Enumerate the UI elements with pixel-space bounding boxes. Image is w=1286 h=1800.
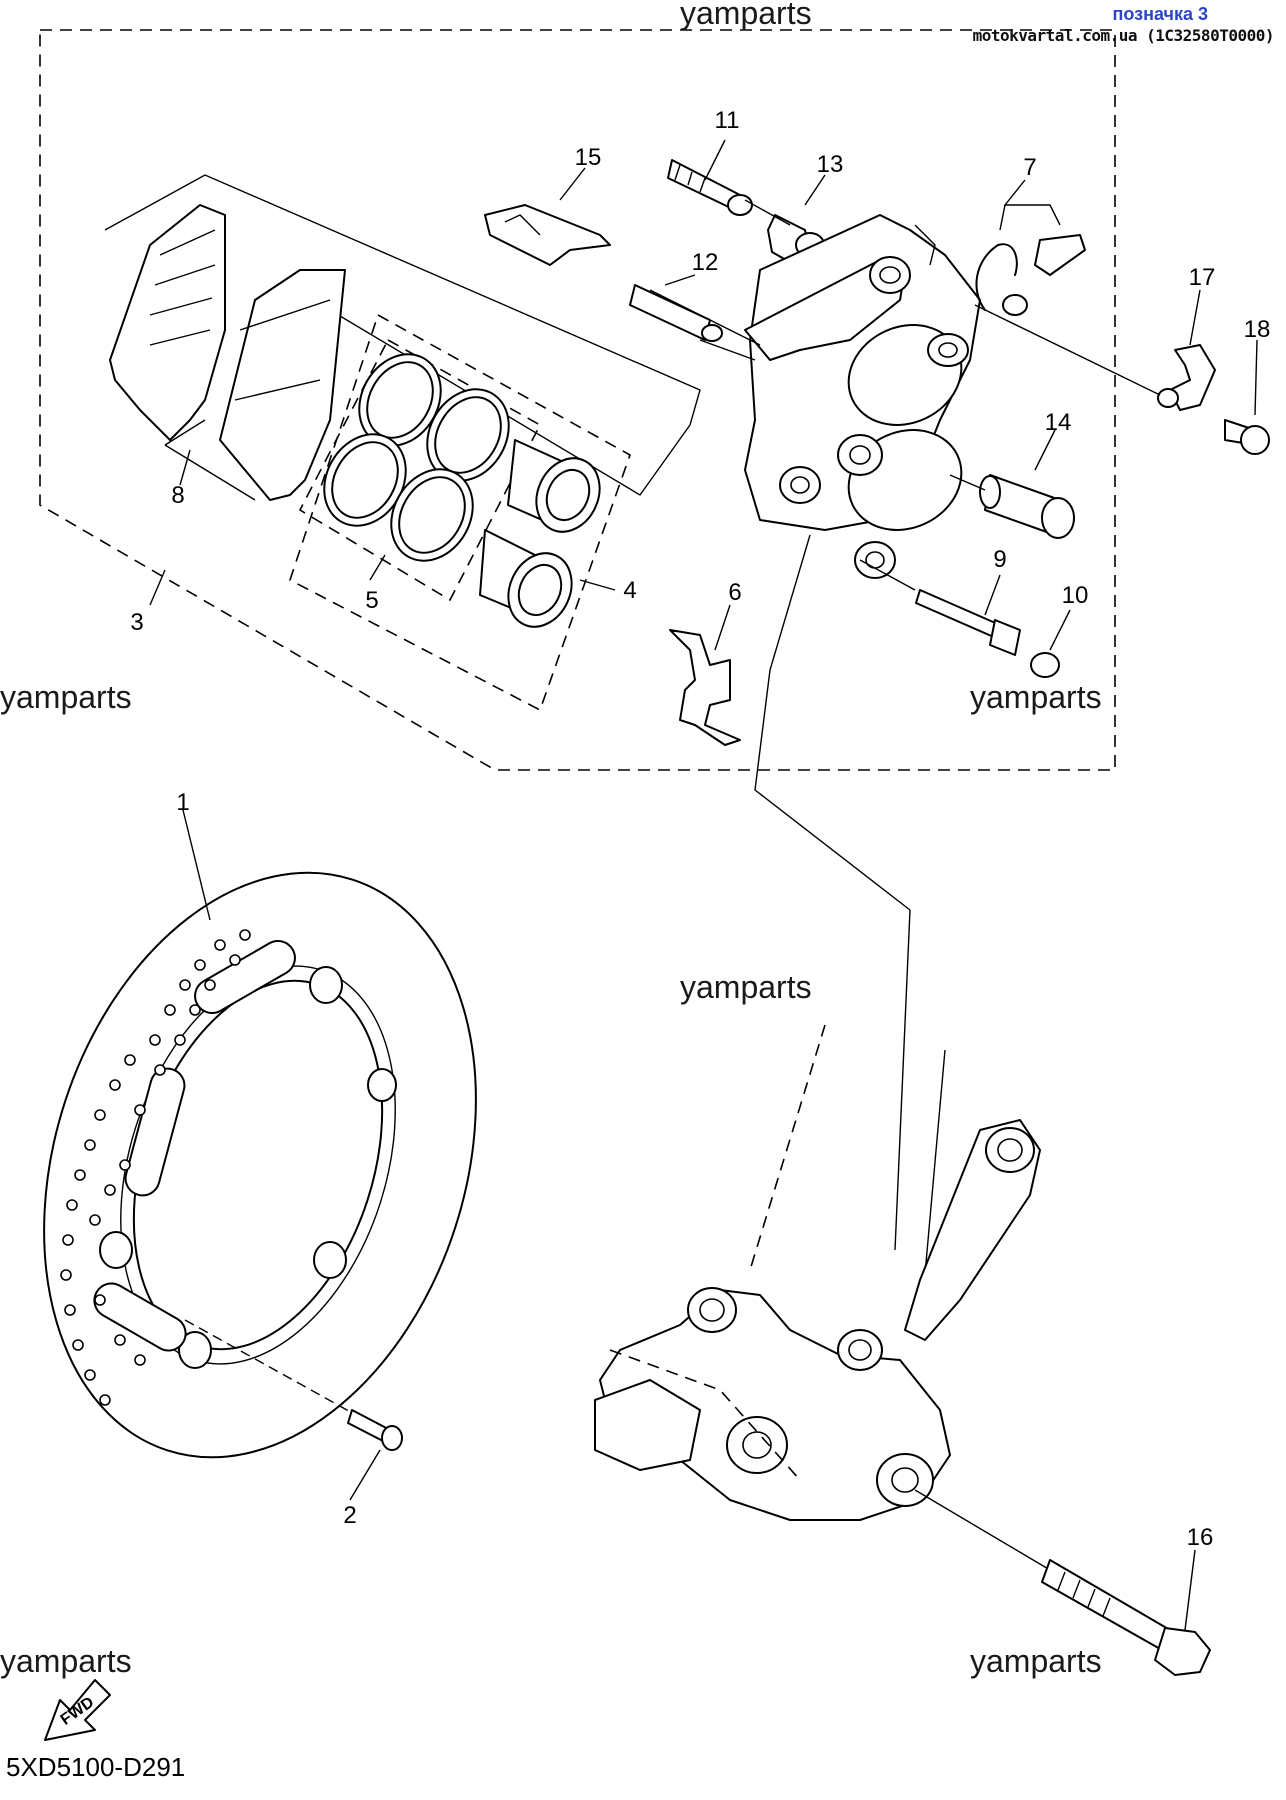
callout-6: 6 [728, 579, 741, 606]
fork-leg [594, 1024, 1041, 1521]
piston-seals [323, 353, 510, 562]
pad-spring-plate [484, 204, 611, 266]
pad-pin-lower [629, 284, 723, 342]
brake-pad-inner [219, 269, 346, 501]
callout-4: 4 [623, 577, 636, 604]
caliper-bracket-clip [669, 629, 741, 746]
clamp-bolt [1224, 419, 1270, 455]
watermark: yamparts [970, 679, 1102, 715]
watermark: yamparts [970, 1643, 1102, 1679]
callout-14: 14 [1045, 409, 1072, 436]
disc-screw [184, 1319, 403, 1451]
fwd-arrow-icon: FWD [44, 1679, 111, 1741]
label-note: позначка 3 [1112, 4, 1209, 24]
callout-5: 5 [365, 587, 378, 614]
callout-3: 3 [130, 609, 143, 636]
callout-10: 10 [1062, 582, 1089, 609]
caliper-bolt [915, 589, 1021, 656]
callout-2: 2 [343, 1502, 356, 1529]
caliper-assembly-boundary [39, 29, 1116, 771]
callout-7: 7 [1023, 154, 1036, 181]
brake-disc [43, 871, 477, 1459]
diagram-code: 5XD5100-D291 [6, 1752, 186, 1782]
assembly-leaders [649, 199, 1161, 1251]
caliper-nut [1030, 652, 1060, 678]
hose-clamp [1157, 344, 1216, 411]
callout-1: 1 [176, 789, 189, 816]
caliper-mount-bolt [914, 1489, 1211, 1676]
callout-18: 18 [1244, 316, 1271, 343]
callout-9: 9 [993, 546, 1006, 573]
pad-pin-upper [667, 159, 753, 216]
pistons [479, 439, 601, 628]
watermark: yamparts [0, 679, 132, 715]
callout-11: 11 [715, 107, 740, 134]
callout-leaders [149, 139, 1258, 1631]
callout-15: 15 [575, 144, 602, 171]
slide-pin [979, 474, 1075, 539]
callout-17: 17 [1189, 264, 1216, 291]
brake-pad-outer [109, 204, 226, 441]
callout-8: 8 [171, 482, 184, 509]
watermark: yamparts [680, 969, 812, 1005]
callout-13: 13 [817, 151, 844, 178]
watermark: yamparts [0, 1643, 132, 1679]
watermark: yamparts [680, 0, 812, 31]
callout-numbers: 1 2 3 4 5 6 7 8 9 10 11 12 13 14 15 16 1… [130, 107, 1270, 1551]
watermarks: yamparts yamparts yamparts yamparts yamp… [0, 0, 1102, 1679]
callout-12: 12 [692, 249, 719, 276]
callout-16: 16 [1187, 1524, 1214, 1551]
piston-kit-boundary [289, 313, 631, 712]
brake-caliper-body [744, 214, 981, 579]
bleed-screw [975, 234, 1086, 316]
